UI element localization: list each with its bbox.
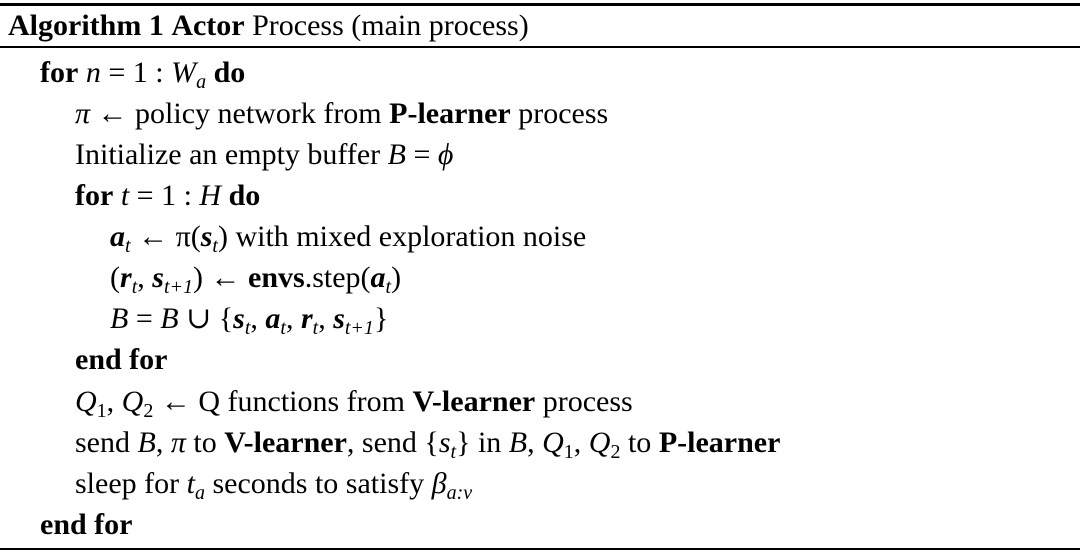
caption-rule	[0, 46, 1080, 48]
top-rule	[0, 3, 1080, 6]
line-sleep: sleep for ta seconds to satisfy βa:v	[75, 467, 473, 504]
line-env-step: (rt, st+1) ← envs.step(at)	[110, 261, 402, 298]
caption-label: Algorithm 1	[8, 9, 164, 42]
caption-rest: Process (main process)	[252, 9, 529, 42]
line-action: at ← π(st) with mixed exploration noise	[110, 220, 587, 257]
line-q-functions: Q1, Q2 ← Q functions from V-learner proc…	[75, 385, 633, 422]
line-outer-for: for n = 1 : Wa do	[40, 56, 246, 93]
line-inner-end-for: end for	[75, 343, 168, 376]
line-init-buffer: Initialize an empty buffer B = ϕ	[75, 138, 454, 171]
bottom-rule	[0, 548, 1080, 550]
caption-name: Actor	[171, 9, 245, 42]
line-policy: π ← policy network from P-learner proces…	[75, 97, 609, 130]
line-outer-end-for: end for	[40, 508, 133, 541]
line-send: send B, π to V-learner, send {st} in B, …	[75, 426, 781, 463]
line-buffer-union: B = B ∪ {st, at, rt, st+1}	[110, 302, 389, 339]
line-inner-for: for t = 1 : H do	[75, 179, 261, 212]
algorithm-caption: Algorithm 1 Actor Process (main process)	[8, 8, 529, 44]
